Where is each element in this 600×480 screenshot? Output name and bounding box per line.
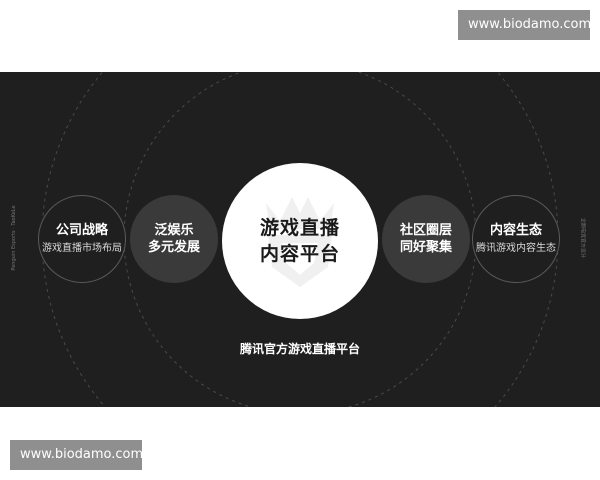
node-pan-entertainment-line2: 多元发展: [147, 240, 200, 255]
node-content-ecosystem-title: 内容生态: [489, 223, 542, 238]
node-content-ecosystem: 内容生态 腾讯游戏内容生态: [472, 195, 560, 283]
crown-shield-icon: [266, 197, 334, 287]
node-content-ecosystem-subtitle: 腾讯游戏内容生态: [476, 243, 556, 254]
side-label-left: Penguin Esports · TaoKeLe: [11, 205, 17, 271]
node-live-platform-line1: 游戏直播: [259, 217, 340, 239]
node-live-platform: 游戏直播 内容平台: [222, 163, 378, 319]
node-pan-entertainment: 泛娱乐 多元发展: [130, 195, 218, 283]
node-community: 社区圈层 同好聚集: [382, 195, 470, 283]
node-company-strategy-subtitle: 游戏直播市场布局: [42, 243, 122, 254]
watermark-top: www.biodamo.com: [458, 10, 591, 40]
diagram-caption: 腾讯官方游戏直播平台: [239, 342, 360, 356]
node-company-strategy: 公司战略 游戏直播市场布局: [38, 195, 126, 283]
node-company-strategy-title: 公司战略: [55, 223, 108, 238]
node-community-line2: 同好聚集: [399, 240, 452, 255]
node-pan-entertainment-line1: 泛娱乐: [154, 223, 194, 238]
node-live-platform-line2: 内容平台: [259, 243, 340, 265]
watermark-bottom: www.biodamo.com: [10, 440, 143, 470]
diagram-panel: Penguin Esports · TaoKeLe 企鹅电竞官方设计 公司战略 …: [0, 72, 600, 407]
side-label-right: 企鹅电竞官方设计: [579, 217, 586, 259]
node-community-line1: 社区圈层: [399, 223, 452, 238]
